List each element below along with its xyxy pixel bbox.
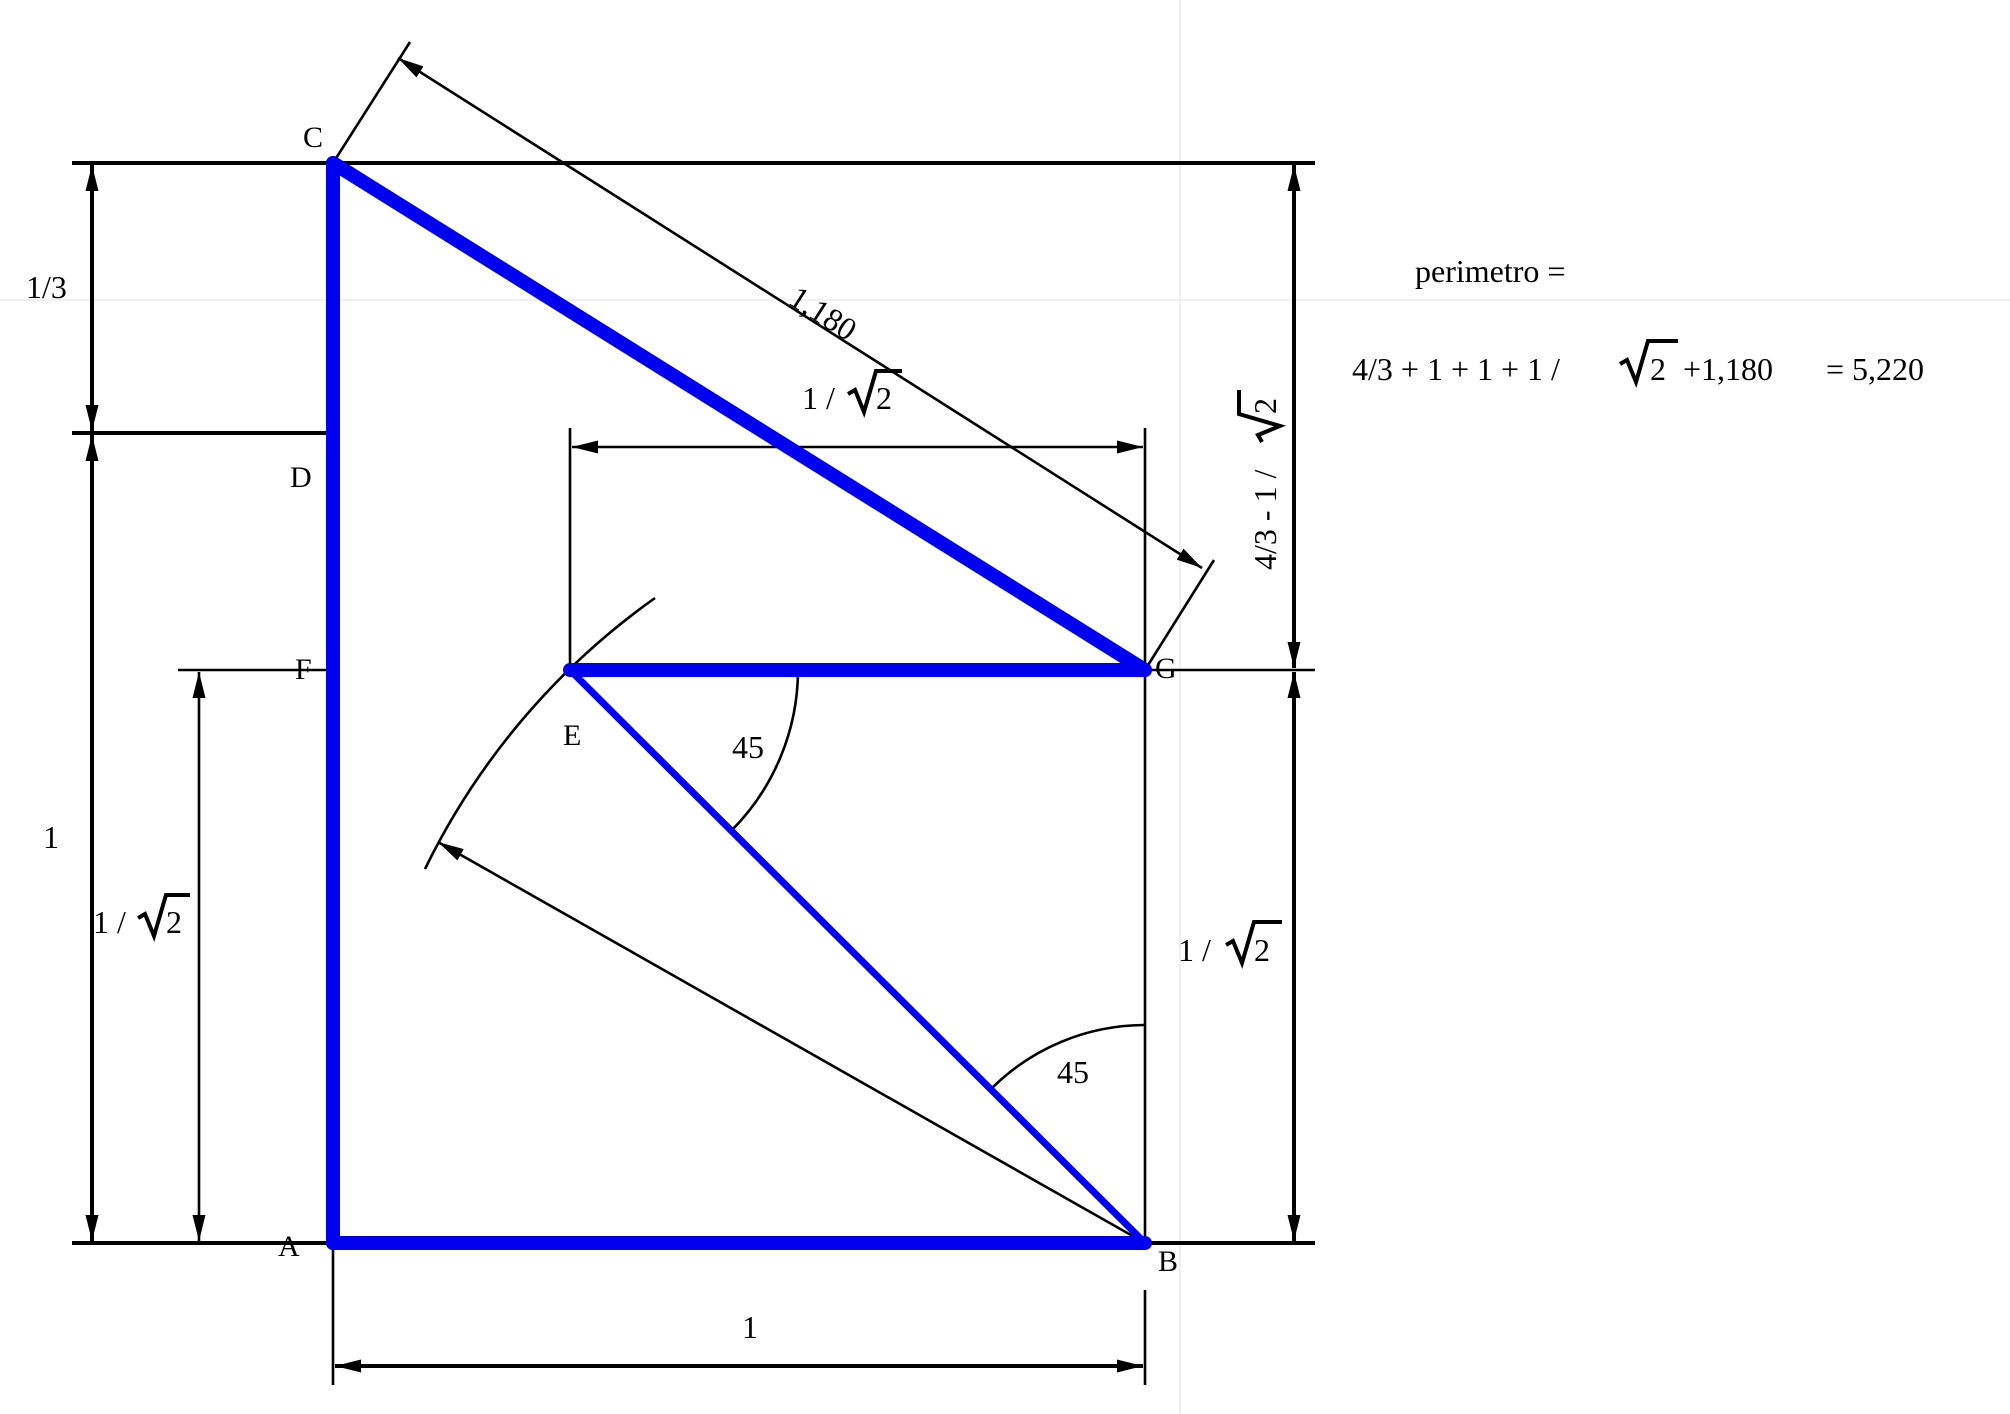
formula-radicand: 2 [1650,351,1666,387]
sqrt-symbol [1225,920,1282,970]
edge-cg [326,156,1152,677]
formula-result: = 5,220 [1826,351,1924,387]
label-right-radicand: 2 [1247,398,1283,414]
arc-from-b [423,596,656,870]
label-fa-prefix: 1 / [93,904,126,940]
formula-title: perimetro = [1415,253,1565,289]
angle-label-e: 45 [732,729,764,765]
label-fa: 1 / 2 [93,893,190,943]
point-label-b: B [1158,1245,1178,1278]
dimension-lines [85,56,1301,1373]
formula-part2: +1,180 [1683,351,1773,387]
label-ab: 1 [742,1309,758,1345]
label-da: 1 [43,819,59,855]
label-eg-prefix: 1 / [802,380,835,416]
point-label-e: E [563,719,581,752]
point-label-a: A [278,1230,300,1263]
sqrt-symbol [1619,339,1678,389]
sqrt-symbol [847,369,902,419]
dimension-labels: 1/3 1 1 / 2 1 1 / 2 1,180 1 / 2 4/3 - 1 … [26,269,1287,1345]
blue-shape [326,156,1152,1250]
perimeter-formula: perimetro = 4/3 + 1 + 1 + 1 / 2 +1,180 =… [1352,253,1924,389]
point-label-c: C [303,121,323,154]
radius-line-b [437,840,1146,1245]
angle-arc-b [990,1023,1146,1090]
label-right-prefix: 4/3 - 1 / [1247,469,1283,570]
label-eg: 1 / 2 [802,369,902,419]
label-gb-prefix: 1 / [1178,932,1211,968]
sqrt-symbol [1237,390,1287,443]
label-right-vertical: 4/3 - 1 / 2 [1237,390,1287,570]
angle-arcs [730,669,1146,1090]
label-fa-radicand: 2 [166,904,182,940]
point-label-g: G [1155,652,1177,685]
edge-eb [566,666,1149,1247]
point-label-f: F [295,653,312,686]
label-eg-radicand: 2 [876,380,892,416]
formula-part1: 4/3 + 1 + 1 + 1 / [1352,351,1560,387]
label-gb: 1 / 2 [1178,920,1282,970]
extension-line-c-diag [331,41,412,164]
construction-arc [423,596,1146,1245]
label-cd: 1/3 [26,269,67,305]
extension-line-g-diag [1143,559,1216,671]
angle-labels: 45 45 [732,729,1089,1090]
angle-arc-e [730,669,800,832]
label-gb-radicand: 2 [1254,932,1270,968]
point-labels: C D F E G A B [278,121,1178,1278]
point-label-d: D [290,461,312,494]
angle-label-b: 45 [1057,1054,1089,1090]
sqrt-symbol [137,893,190,943]
dim-line-cg [397,56,1203,570]
label-cg: 1,180 [783,279,863,348]
extension-lines [72,41,1315,1385]
